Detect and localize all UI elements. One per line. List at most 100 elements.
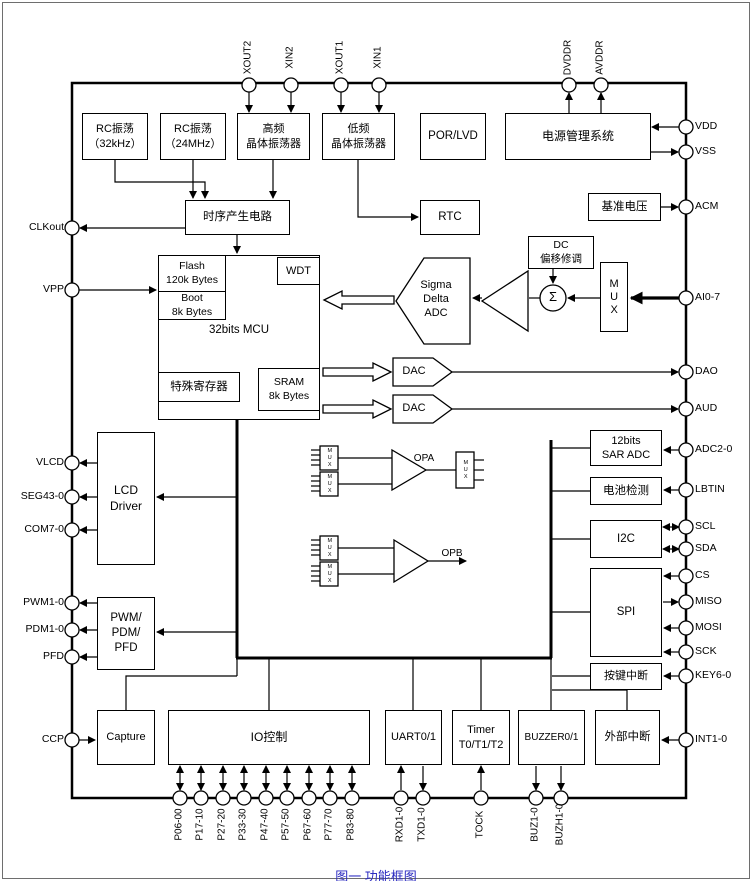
block-uart: UART0/1 [385, 710, 442, 765]
pin-circle [678, 668, 694, 684]
opb-triangle [393, 538, 430, 584]
hollow-arrow-mcu-to-dac2 [322, 398, 393, 420]
pin-circle [678, 568, 694, 584]
pin-label-p47-40: P47-40 [259, 808, 271, 841]
pin-label-xout1: XOUT1 [334, 40, 346, 75]
pin-label-pwm1-0: PWM1-0 [23, 596, 64, 608]
opa-triangle [391, 448, 428, 492]
block-i2c: I2C [590, 520, 662, 558]
pin-circle [393, 790, 409, 806]
pin-circle [64, 595, 80, 611]
opb-label: OPB [441, 548, 463, 559]
analog-shapes [319, 257, 567, 587]
mux-small-rect [319, 561, 339, 587]
pin-circle [64, 455, 80, 471]
pin-circle [322, 790, 338, 806]
pin-label-buzh1-0: BUZH1-0 [554, 803, 566, 846]
pin-circle [678, 620, 694, 636]
pin-label-pfd: PFD [43, 650, 64, 662]
pin-label-xin2: XIN2 [284, 46, 296, 69]
pin-label-p17-10: P17-10 [194, 808, 206, 841]
pin-circle [64, 522, 80, 538]
signal-lines [79, 92, 680, 791]
block-por-lvd: POR/LVD [420, 113, 486, 160]
pin-label-vdd: VDD [695, 120, 718, 132]
pin-label-pdm1-0: PDM1-0 [25, 623, 64, 635]
block-rtc: RTC [420, 200, 480, 235]
pin-circle [64, 732, 80, 748]
pin-label-xin1: XIN1 [372, 46, 384, 69]
pin-label-key6-0: KEY6-0 [695, 669, 732, 681]
pin-circle [301, 790, 317, 806]
pin-circle [561, 77, 577, 93]
pin-label-p67-60: P67-60 [302, 808, 314, 841]
pin-label-adc2-0: ADC2-0 [695, 443, 733, 455]
pin-circle [193, 790, 209, 806]
pin-label-xout2: XOUT2 [242, 40, 254, 75]
pin-label-rxd1-0: RXD1-0 [394, 806, 406, 843]
pin-label-avddr: AVDDR [594, 40, 606, 75]
block-spi: SPI [590, 568, 662, 657]
pin-circle [678, 119, 694, 135]
mcu-label: 32bits MCU [208, 324, 270, 336]
pin-label-sda: SDA [695, 542, 717, 554]
dac1-label: DAC [402, 365, 426, 377]
mux-small-label: MUX [326, 447, 333, 469]
block-lf-crystal-osc: 低频晶体振荡器 [322, 113, 395, 160]
pin-label-p06-00: P06-00 [173, 808, 185, 841]
pin-circle [215, 790, 231, 806]
pin-label-mosi: MOSI [695, 621, 722, 633]
pin-circle [333, 77, 349, 93]
mux-small-rect [455, 451, 475, 489]
pin-label-lbtin: LBTIN [695, 483, 725, 495]
mux-small-label: MUX [326, 563, 333, 585]
mux-small-label: MUX [326, 473, 333, 495]
dac2-label: DAC [402, 402, 426, 414]
block-io-control: IO控制 [168, 710, 370, 765]
pin-label-miso: MISO [695, 595, 722, 607]
bus-lines [235, 420, 553, 660]
pin-label-tock: TOCK [474, 810, 486, 839]
pin-circle [64, 622, 80, 638]
pin-circles [64, 77, 694, 806]
pin-label-dao: DAO [695, 365, 718, 377]
pin-label-acm: ACM [695, 200, 719, 212]
pin-circle [678, 364, 694, 380]
amp-triangle [480, 269, 529, 333]
pin-circle [64, 649, 80, 665]
pin-circle [415, 790, 431, 806]
pin-label-seg43-0: SEG43-0 [20, 490, 64, 502]
pin-label-clkout: CLKout [28, 221, 64, 233]
pin-circle [593, 77, 609, 93]
mux-small-label: MUX [326, 537, 333, 559]
pin-label-p83-80: P83-80 [345, 808, 357, 841]
mux-small-label: MUX [462, 459, 469, 481]
pin-label-ccp: CCP [41, 733, 64, 745]
opa-label: OPA [413, 453, 435, 464]
block-capture: Capture [97, 710, 155, 765]
pin-circle [678, 199, 694, 215]
pin-label-dvddr: DVDDR [562, 39, 574, 76]
sigma-circle-shape [539, 284, 567, 312]
pin-label-vpp: VPP [42, 283, 64, 295]
pin-circle [678, 401, 694, 417]
pin-circle [678, 732, 694, 748]
pin-circle [258, 790, 274, 806]
block-rc-osc-32k: RC振荡（32kHz） [82, 113, 148, 160]
dac1-shape [392, 357, 454, 387]
pin-label-vlcd: VLCD [35, 456, 64, 468]
pin-circle [64, 282, 80, 298]
block-wdt: WDT [277, 257, 320, 285]
block-external-interrupt: 外部中断 [595, 710, 660, 765]
mux-small-rect [319, 471, 339, 497]
pin-label-p77-70: P77-70 [323, 808, 335, 841]
block-rc-osc-24m: RC振荡（24MHz） [160, 113, 226, 160]
sigma-symbol: Σ [548, 289, 558, 304]
pin-label-com7-0: COM7-0 [24, 523, 64, 535]
